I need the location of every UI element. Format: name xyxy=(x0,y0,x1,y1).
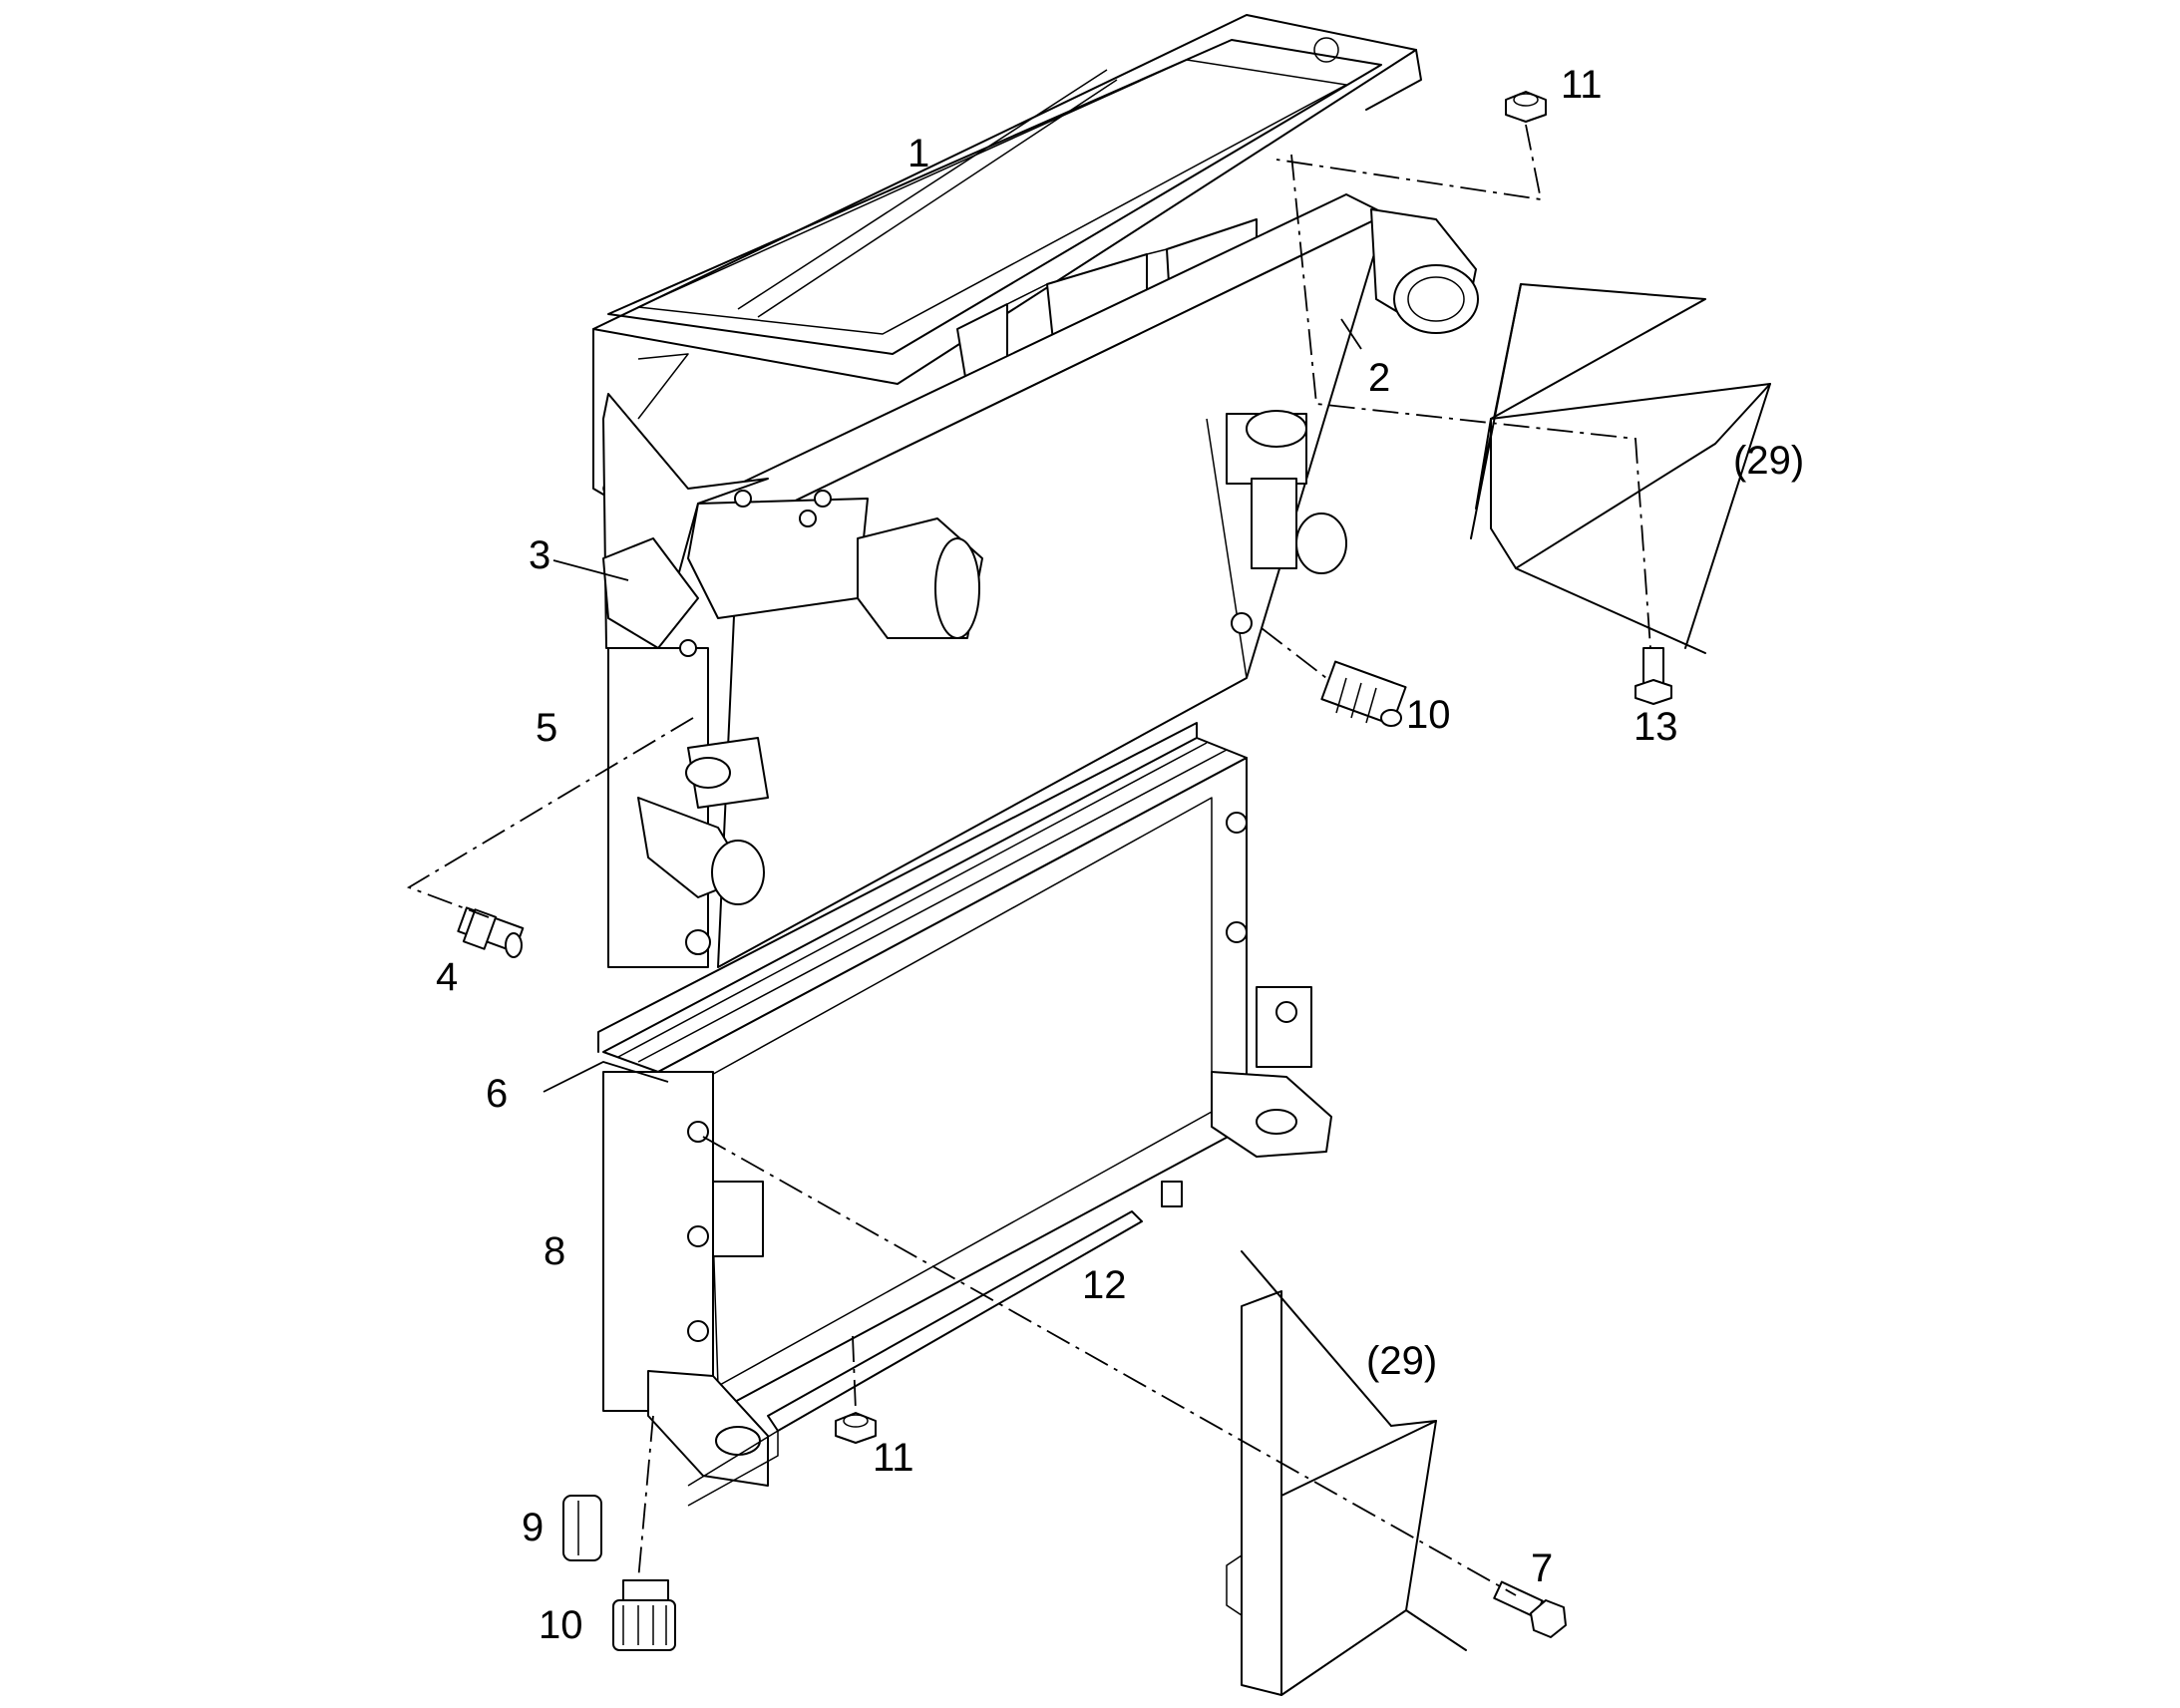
label-part-13: 13 xyxy=(1634,705,1678,749)
label-part-12: 12 xyxy=(1082,1263,1127,1307)
label-part-7: 7 xyxy=(1531,1546,1553,1590)
clip-part-9 xyxy=(562,1495,602,1561)
sensor-part-10-lower xyxy=(612,1579,676,1651)
label-part-6: 6 xyxy=(486,1072,508,1116)
label-part-2: 2 xyxy=(1368,356,1390,400)
label-part-3: 3 xyxy=(529,533,550,577)
leader-lines xyxy=(543,318,1362,1093)
radiator-part-8 xyxy=(597,722,1332,1487)
label-part-4: 4 xyxy=(436,955,458,999)
sensor-part-10-upper xyxy=(1320,660,1407,727)
label-part-29-upper: (29) xyxy=(1733,439,1804,483)
bolt-part-13 xyxy=(1635,647,1672,705)
air-duct-part-3 xyxy=(602,537,699,657)
label-part-11-lower: 11 xyxy=(873,1436,914,1480)
label-part-8: 8 xyxy=(544,1229,565,1273)
label-part-10-lower: 10 xyxy=(539,1603,583,1647)
label-part-11-upper: 11 xyxy=(1561,63,1603,107)
nut-part-11-upper xyxy=(1505,91,1547,123)
callout-labels: 1 2 3 4 5 6 7 8 9 10 10 11 11 12 13 (29)… xyxy=(436,63,1804,1647)
label-part-9: 9 xyxy=(522,1506,544,1549)
lower-strip-part-12 xyxy=(687,1210,1143,1507)
assembly-lines xyxy=(406,124,1651,1596)
label-part-10-upper: 10 xyxy=(1406,693,1451,737)
air-guide-part-29-lower xyxy=(1226,1250,1467,1696)
hose-fitting-part-4 xyxy=(457,906,525,958)
label-part-5: 5 xyxy=(536,706,557,750)
air-guide-part-29-upper xyxy=(1470,283,1771,654)
charge-air-cooler-part-2 xyxy=(602,193,1479,968)
nut-part-11-lower xyxy=(835,1412,877,1444)
label-part-1: 1 xyxy=(908,132,929,175)
label-part-29-lower: (29) xyxy=(1366,1339,1437,1383)
